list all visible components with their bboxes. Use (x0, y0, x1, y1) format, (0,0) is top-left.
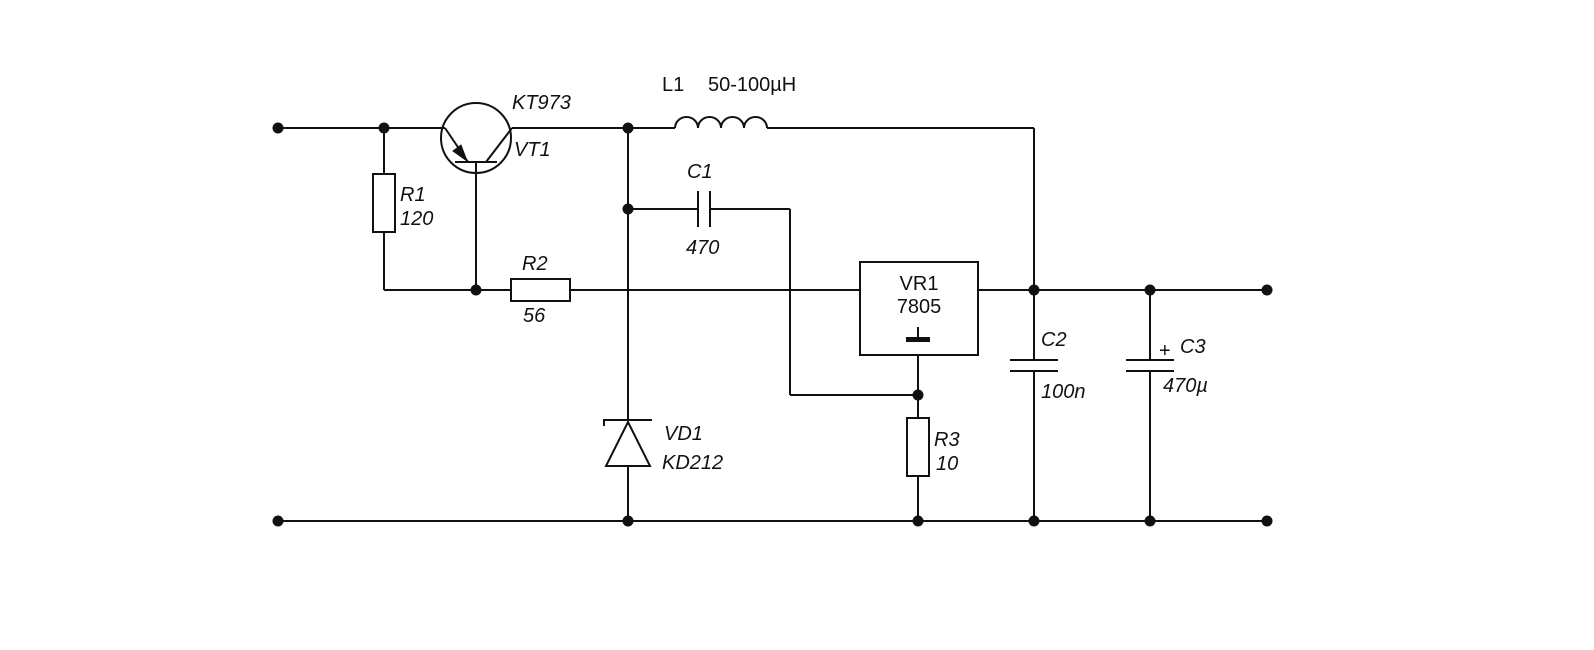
transistor-vt1-arrow (452, 144, 469, 163)
capacitor-c2 (1010, 359, 1058, 372)
terminal-input-positive (272, 122, 284, 134)
terminal-input-ground (272, 515, 284, 527)
junction-node (1144, 515, 1156, 527)
resistor-r1 (372, 173, 396, 233)
zener-diode-vd1-triangle (604, 419, 652, 467)
vt1-ref-label: VT1 (514, 139, 551, 161)
c2-value-label: 100n (1041, 381, 1086, 403)
c3-value-label: 470µ (1163, 375, 1208, 397)
vd1-ref-label: VD1 (664, 423, 703, 445)
junction-node (1028, 284, 1040, 296)
l1-value-label: 50-100µH (708, 74, 796, 96)
junction-node (1144, 284, 1156, 296)
junction-node (622, 122, 634, 134)
resistor-r2 (510, 278, 571, 302)
junction-nodes (272, 122, 1273, 527)
r1-value-label: 120 (400, 208, 433, 230)
transistor-vt1-body (440, 102, 512, 174)
r2-value-label: 56 (523, 305, 546, 327)
l1-ref-label: L1 (662, 74, 684, 96)
r3-ref-label: R3 (934, 429, 960, 451)
junction-node (912, 515, 924, 527)
regulator-vr1-ground-mark (906, 337, 930, 342)
r1-ref-label: R1 (400, 184, 426, 206)
wires (278, 127, 1267, 522)
junction-node (1028, 515, 1040, 527)
c1-value-label: 470 (686, 237, 719, 259)
capacitor-c1 (697, 191, 711, 227)
vr1-value-label: 7805 (897, 296, 942, 318)
r3-value-label: 10 (936, 453, 958, 475)
junction-node (470, 284, 482, 296)
r2-ref-label: R2 (522, 253, 548, 275)
c2-ref-label: C2 (1041, 329, 1067, 351)
transistor-vt1-collector (485, 127, 513, 163)
zener-diode-vd1-cathode-bar (603, 419, 652, 426)
junction-node (912, 389, 924, 401)
regulator-vr1 (859, 261, 979, 356)
c3-polarity-label: + (1159, 340, 1171, 362)
junction-node (378, 122, 390, 134)
capacitor-c3 (1126, 359, 1174, 372)
resistor-r3 (906, 417, 930, 477)
vd1-value-label: KD212 (662, 452, 723, 474)
junction-node (622, 515, 634, 527)
terminal-output-positive (1261, 284, 1273, 296)
terminal-output-ground (1261, 515, 1273, 527)
inductor-l1 (674, 116, 768, 129)
junction-node (622, 203, 634, 215)
c3-ref-label: C3 (1180, 336, 1206, 358)
zener-diode-vd1 (603, 419, 652, 467)
inductor-l1-coil (674, 116, 768, 129)
regulator-vr1-body (859, 261, 979, 356)
vt1-part-label: KT973 (512, 92, 571, 114)
c1-ref-label: C1 (687, 161, 713, 183)
labels: KT973 VT1 L1 50-100µH C1 470 R1 120 R2 5… (400, 74, 1208, 475)
vr1-ref-label: VR1 (900, 273, 939, 295)
transistor-vt1 (440, 102, 513, 174)
